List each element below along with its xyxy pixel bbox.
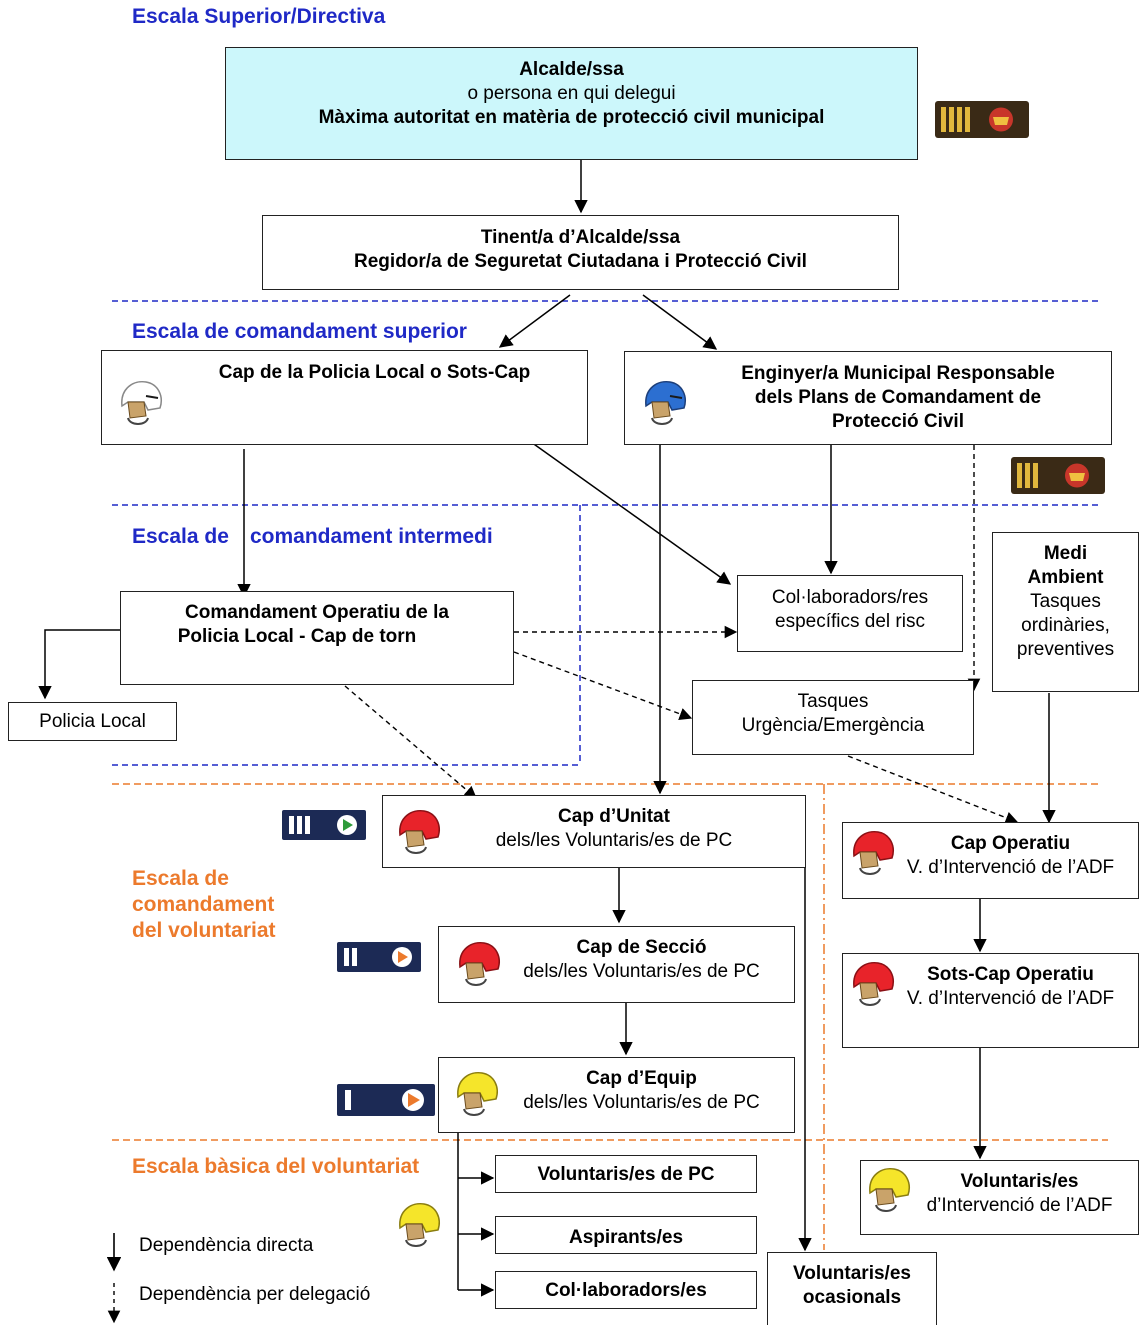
helmet-icon: [457, 1071, 498, 1116]
alcalde-box: Alcalde/ssa o persona en qui delegui Màx…: [225, 47, 918, 160]
voluntaris-ocasionals-box: Voluntaris/es ocasionals: [767, 1252, 937, 1325]
voluntaris-adf-box: Voluntaris/es d’Intervenció de l’ADF: [860, 1160, 1139, 1235]
voluntaris-pc-label: Voluntaris/es de PC: [537, 1164, 715, 1185]
scale-cmd-superior: Escala de comandament superior: [132, 320, 467, 343]
cap-unitat-box: Cap d’Unitat dels/les Voluntaris/es de P…: [382, 795, 806, 868]
enginyer-line: Protecció Civil: [832, 411, 964, 432]
policia-local-box: Policia Local: [8, 702, 177, 741]
collaboradors-label: Col·laboradors/es: [545, 1280, 707, 1301]
scale-superior: Escala Superior/Directiva: [132, 5, 386, 28]
voluntaris-ocasionals-line: ocasionals: [802, 1287, 902, 1308]
rank-badge-icon: [282, 810, 366, 840]
alcalde-role: Màxima autoritat en matèria de protecció…: [318, 107, 825, 128]
policia-local-label: Policia Local: [39, 711, 146, 732]
enginyer-line: dels Plans de Comandament de: [754, 387, 1042, 408]
comandament-operatiu-box: Comandament Operatiu de la Policia Local…: [120, 591, 514, 685]
medi-ambient-title: Ambient: [1027, 567, 1104, 588]
medi-ambient-text: Tasques: [1030, 591, 1101, 612]
scale-voluntariat-line: comandament: [132, 893, 275, 916]
collaboradors-box: Col·laboradors/es: [495, 1271, 757, 1309]
scale-cmd-intermedi-a: Escala de: [132, 525, 229, 548]
voluntaris-adf-subtitle: d’Intervenció de l’ADF: [926, 1195, 1113, 1216]
helmet-icon: [853, 961, 894, 1006]
cap-operatiu-subtitle: V. d’Intervenció de l’ADF: [906, 857, 1115, 878]
legend-delegacio: Dependència per delegació: [139, 1284, 371, 1305]
tinent-box: Tinent/a d’Alcalde/ssa Regidor/a de Segu…: [262, 215, 899, 290]
rank-badge-icon: [1011, 457, 1105, 494]
cap-operatiu-title: Cap Operatiu: [950, 833, 1071, 854]
cap-equip-subtitle: dels/les Voluntaris/es de PC: [523, 1092, 760, 1113]
sots-cap-operatiu-box: Sots-Cap Operatiu V. d’Intervenció de l’…: [842, 953, 1139, 1048]
scale-basica: Escala bàsica del voluntariat: [132, 1155, 420, 1178]
cap-operatiu-box: Cap Operatiu V. d’Intervenció de l’ADF: [842, 822, 1139, 899]
tasques-line: Tasques: [797, 691, 869, 712]
helmet-icon: [869, 1167, 910, 1212]
voluntaris-ocasionals-line: Voluntaris/es: [793, 1263, 911, 1284]
rank-badge-icon: [337, 942, 421, 972]
rank-badge-icon: [935, 101, 1029, 138]
comandament-operatiu-line: Comandament Operatiu de la: [185, 602, 449, 623]
alcalde-subtitle: o persona en qui delegui: [467, 83, 676, 104]
enginyer-line: Enginyer/a Municipal Responsable: [741, 363, 1055, 384]
medi-ambient-title: Medi: [1043, 543, 1088, 564]
scale-voluntariat-line: Escala de: [132, 867, 229, 890]
tasques-box: Tasques Urgència/Emergència: [692, 680, 974, 755]
aspirants-label: Aspirants/es: [568, 1227, 684, 1248]
medi-ambient-text: ordinàries,: [1021, 615, 1110, 636]
collaboradors-risc-box: Col·laboradors/res específics del risc: [737, 575, 963, 652]
sots-cap-operatiu-title: Sots-Cap Operatiu: [927, 964, 1094, 985]
helmet-icon: [399, 1202, 440, 1247]
helmet-icon: [121, 380, 162, 425]
cap-policia-title: Cap de la Policia Local o Sots-Cap: [218, 362, 531, 383]
medi-ambient-text: preventives: [1016, 639, 1115, 660]
cap-policia-box: Cap de la Policia Local o Sots-Cap: [101, 350, 588, 445]
helmet-icon: [459, 941, 500, 986]
tinent-title: Tinent/a d’Alcalde/ssa: [480, 227, 681, 248]
rank-badge-icon: [337, 1084, 435, 1116]
helmet-icon: [853, 830, 894, 875]
cap-seccio-title: Cap de Secció: [576, 937, 707, 958]
alcalde-title: Alcalde/ssa: [519, 59, 624, 80]
cap-seccio-subtitle: dels/les Voluntaris/es de PC: [523, 961, 760, 982]
cap-unitat-title: Cap d’Unitat: [558, 806, 670, 827]
aspirants-box: Aspirants/es: [495, 1216, 757, 1254]
helmet-icon: [645, 380, 686, 425]
enginyer-box: Enginyer/a Municipal Responsable dels Pl…: [624, 351, 1112, 445]
helmet-icon: [399, 809, 440, 854]
cap-equip-title: Cap d’Equip: [586, 1068, 697, 1089]
sots-cap-operatiu-subtitle: V. d’Intervenció de l’ADF: [906, 988, 1115, 1009]
scale-voluntariat-line: del voluntariat: [132, 919, 276, 942]
collaboradors-risc-line: Col·laboradors/res: [771, 587, 929, 608]
cap-unitat-subtitle: dels/les Voluntaris/es de PC: [495, 830, 733, 851]
medi-ambient-box: Medi Ambient Tasques ordinàries, prevent…: [992, 532, 1139, 692]
tasques-line: Urgència/Emergència: [741, 715, 925, 736]
comandament-operatiu-line: Policia Local - Cap de torn: [177, 626, 417, 647]
voluntaris-pc-box: Voluntaris/es de PC: [495, 1155, 757, 1193]
scale-cmd-intermedi-b: comandament intermedi: [250, 525, 493, 548]
tinent-role: Regidor/a de Seguretat Ciutadana i Prote…: [354, 251, 807, 272]
collaboradors-risc-line: específics del risc: [775, 611, 925, 632]
legend-directa: Dependència directa: [139, 1235, 314, 1256]
voluntaris-adf-title: Voluntaris/es: [960, 1171, 1079, 1192]
scale-voluntariat: Escala de comandament del voluntariat: [132, 866, 276, 944]
